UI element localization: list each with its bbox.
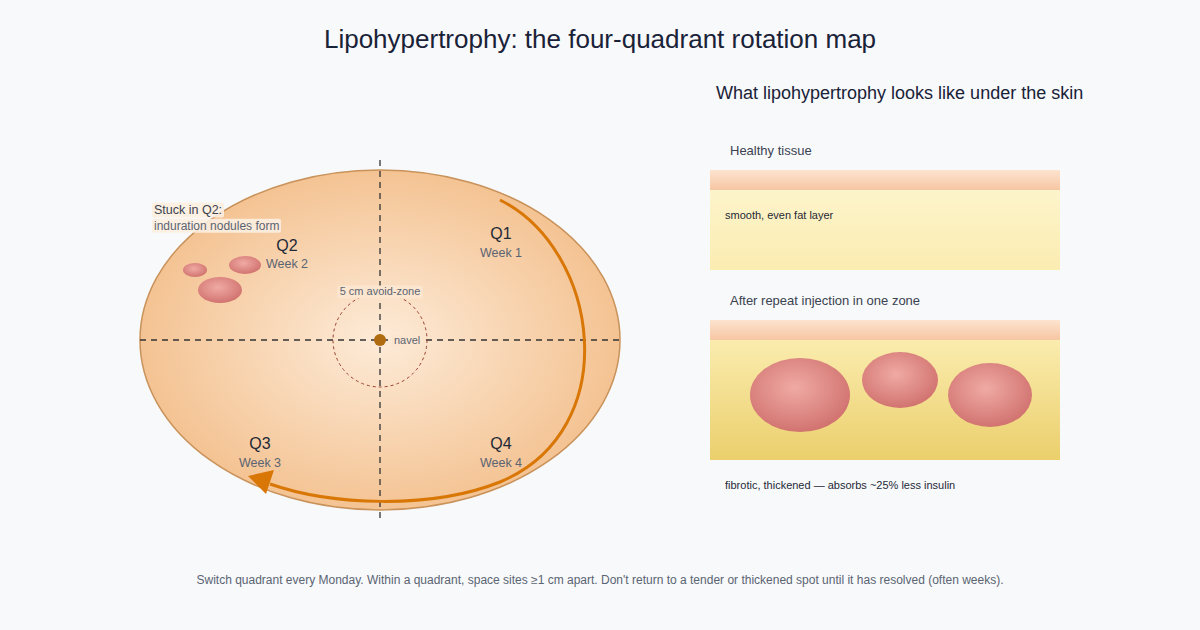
week-label: Week 4	[480, 456, 522, 471]
arrow-head	[248, 470, 274, 494]
zone-label: 5 cm avoid-zone	[338, 285, 423, 298]
nodule	[862, 352, 938, 408]
nodule	[183, 263, 207, 277]
quadrant-label: Q3	[249, 434, 270, 453]
quadrant-label: Q2	[276, 236, 297, 255]
fat-layer	[710, 170, 1060, 270]
week-label: Week 1	[480, 246, 522, 261]
callout-note: induration nodules form	[152, 219, 281, 233]
nodule	[229, 256, 261, 274]
quadrant-label: Q4	[490, 434, 511, 453]
avoid-zone: 5 cm avoid-zone	[332, 292, 428, 388]
tissue-panel: After repeat injection in one zone fibrot…	[710, 290, 1060, 500]
panel-label: Healthy tissue	[730, 143, 812, 159]
navel-dot	[374, 334, 386, 346]
rotation-arrow	[270, 200, 585, 501]
band-note: fibrotic, thickened — absorbs ~25% less …	[725, 479, 955, 492]
panel-label: After repeat injection in one zone	[730, 293, 920, 309]
band-note: smooth, even fat layer	[725, 209, 833, 222]
navel-label: navel	[392, 334, 422, 347]
fat-layer	[710, 320, 1060, 460]
callout-title: Stuck in Q2:	[152, 203, 224, 218]
skin-layer	[710, 170, 1060, 190]
skin-layer	[710, 320, 1060, 340]
nodule	[750, 358, 850, 432]
quadrant-label: Q1	[490, 224, 511, 243]
week-label: Week 2	[266, 257, 308, 272]
panel-heading: What lipohypertrophy looks like under th…	[716, 83, 1083, 105]
avoid-zone-circle	[332, 292, 428, 388]
title: Lipohypertrophy: the four-quadrant rotat…	[324, 24, 876, 55]
nodule	[948, 363, 1032, 427]
caption: Switch quadrant every Monday. Within a q…	[196, 573, 1003, 587]
tissue-panel: Healthy tissue smooth, even fat layer	[710, 140, 1060, 272]
nodule	[198, 277, 242, 303]
tissue-band	[710, 320, 1060, 460]
week-label: Week 3	[239, 456, 281, 471]
